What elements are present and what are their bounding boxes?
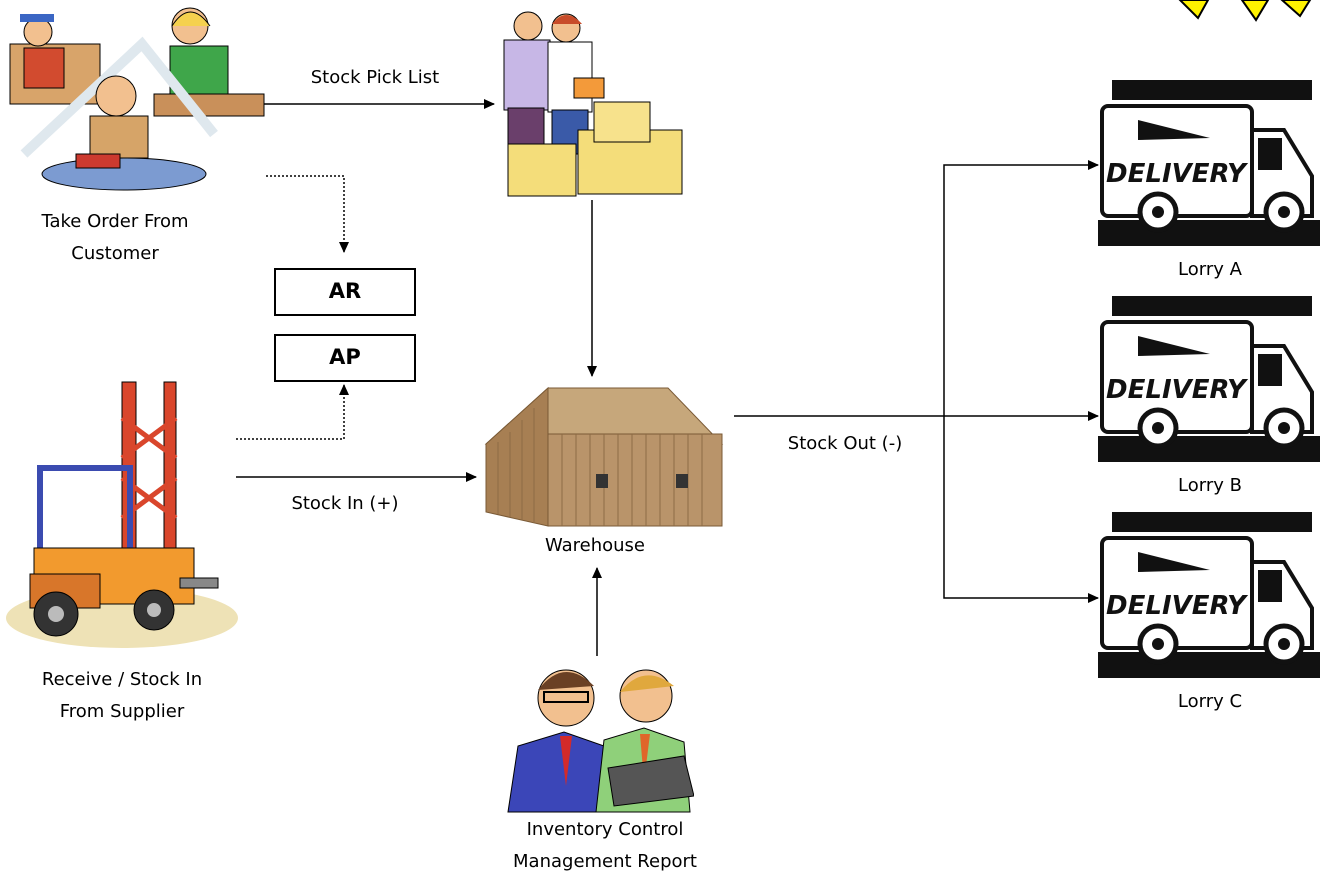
lorry-a-delivery-text: DELIVERY [1106, 159, 1249, 189]
take-order-label: Take Order From Customer [0, 206, 230, 270]
warehouse-label: Warehouse [544, 535, 646, 556]
ar-dotted-arrow [266, 175, 349, 253]
lorry-a-label: Lorry A [1178, 259, 1242, 280]
take-order-line-1: Take Order From [41, 211, 189, 232]
receive-line-2: From Supplier [59, 701, 185, 722]
stock-in-label: Stock In (+) [291, 493, 399, 514]
stock-out-label: Stock Out (-) [787, 433, 903, 454]
inventory-report-label: Inventory Control Management Report [490, 814, 720, 878]
receive-label: Receive / Stock In From Supplier [0, 664, 244, 728]
lorry-b-delivery-text: DELIVERY [1106, 375, 1249, 405]
lorry-a-illustration: DELIVERY [1098, 80, 1320, 246]
lorry-b-illustration: DELIVERY [1098, 296, 1320, 462]
lorry-c-illustration: DELIVERY [1098, 512, 1320, 678]
inventory-line-2: Management Report [513, 851, 697, 872]
lorry-b-label: Lorry B [1178, 475, 1242, 496]
lorry-c-label: Lorry C [1177, 691, 1243, 712]
starburst-decoration [1178, 0, 1312, 22]
lorry-c-delivery-text: DELIVERY [1106, 591, 1249, 621]
call-center-illustration [9, 7, 265, 191]
lorry-c-arrow [943, 416, 1099, 603]
ap-dotted-arrow [236, 384, 349, 440]
warehouse-illustration [484, 386, 724, 527]
forklift-illustration [6, 381, 238, 648]
ap-box: AP [274, 334, 416, 382]
stock-picker-illustration [503, 11, 683, 197]
lorry-a-arrow [943, 160, 1099, 416]
stock-pick-list-label: Stock Pick List [310, 67, 440, 88]
inventory-report-illustration [507, 669, 694, 813]
take-order-line-2: Customer [71, 243, 159, 264]
inventory-line-1: Inventory Control [526, 819, 684, 840]
ar-box: AR [274, 268, 416, 316]
receive-line-1: Receive / Stock In [41, 669, 203, 690]
